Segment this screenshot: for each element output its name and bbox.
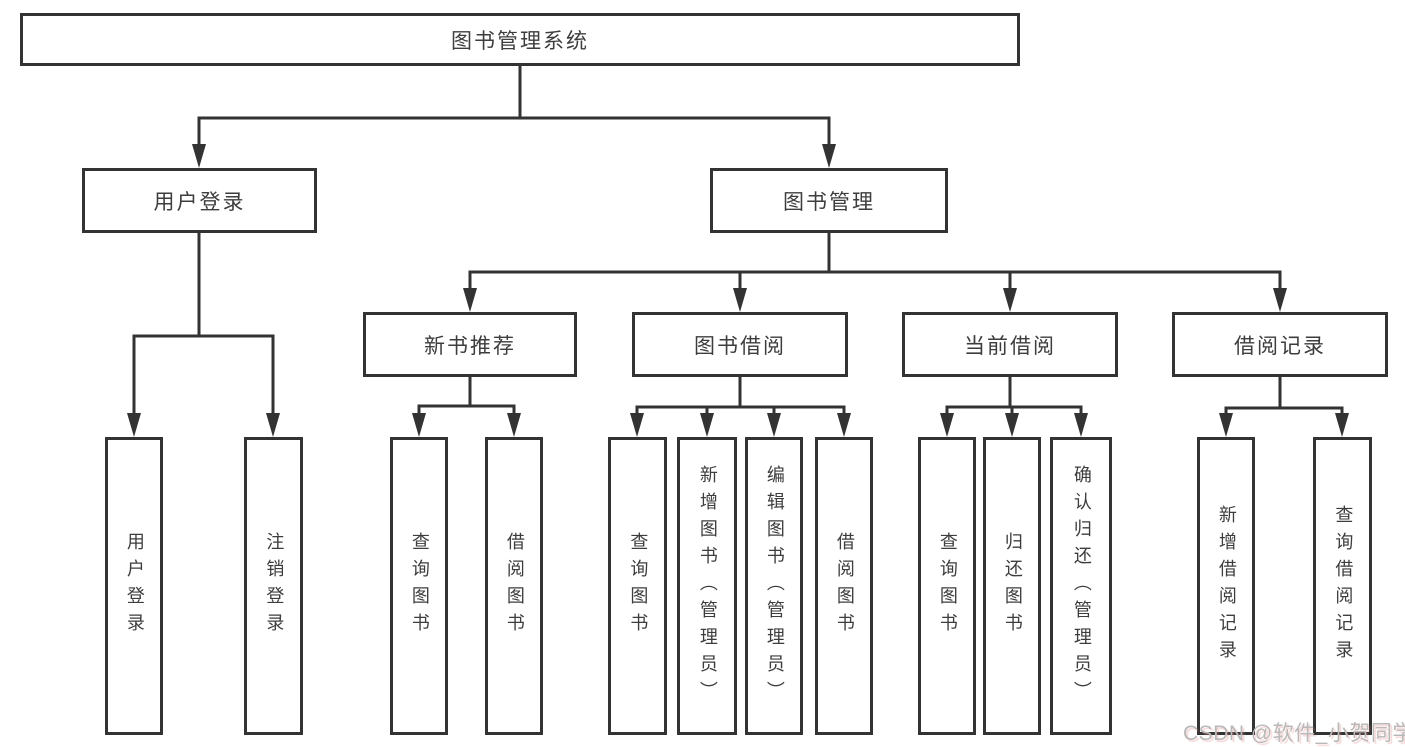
arrowhead <box>822 144 836 168</box>
arrowhead <box>1003 288 1017 312</box>
node-new-book-rec-label: 新书推荐 <box>424 334 516 358</box>
node-add-borrow-record-label: 新增借阅记录 <box>1216 505 1237 667</box>
arrowhead <box>266 413 280 437</box>
arrowhead <box>507 413 521 437</box>
arrowhead <box>463 288 477 312</box>
arrowhead <box>1273 288 1287 312</box>
node-user-login-leaf: 用户登录 <box>105 437 163 735</box>
node-add-book-admin: 新增图书（管理员） <box>677 437 737 735</box>
node-query-books-borrow-label: 查询图书 <box>628 532 649 640</box>
node-query-books-borrow: 查询图书 <box>608 437 667 735</box>
node-confirm-return-admin-label: 确认归还（管理员） <box>1071 464 1092 708</box>
arrowhead <box>192 144 206 168</box>
node-borrow-books-newrec-label: 借阅图书 <box>504 532 525 640</box>
arrowhead <box>940 413 954 437</box>
node-user-login-label: 用户登录 <box>153 190 246 214</box>
node-query-borrow-record-label: 查询借阅记录 <box>1333 505 1354 667</box>
node-current-borrow-label: 当前借阅 <box>964 334 1056 358</box>
node-edit-book-admin: 编辑图书（管理员） <box>745 437 803 735</box>
node-query-books-current: 查询图书 <box>918 437 976 735</box>
arrowhead <box>412 413 426 437</box>
arrowhead <box>127 413 141 437</box>
arrowhead <box>1074 413 1088 437</box>
connector-book-mgmt <box>468 231 1282 292</box>
node-root-label: 图书管理系统 <box>451 29 589 53</box>
arrowhead <box>767 413 781 437</box>
connector-book-borrow <box>635 375 846 418</box>
node-borrow-records: 借阅记录 <box>1172 312 1388 377</box>
node-user-login-leaf-label: 用户登录 <box>124 532 145 640</box>
node-current-borrow: 当前借阅 <box>902 312 1118 377</box>
node-borrow-records-label: 借阅记录 <box>1234 334 1326 358</box>
watermark: CSDN @软件_小贺同学 <box>1183 722 1405 745</box>
connector-current-borrow <box>945 375 1083 418</box>
connector-new-book-rec <box>417 375 516 418</box>
arrowhead <box>1005 413 1019 437</box>
node-borrow-books-newrec: 借阅图书 <box>485 437 543 735</box>
node-borrow-books-borrow-label: 借阅图书 <box>834 532 855 640</box>
node-root: 图书管理系统 <box>20 13 1020 66</box>
node-borrow-books-borrow: 借阅图书 <box>815 437 873 735</box>
node-add-borrow-record: 新增借阅记录 <box>1197 437 1255 735</box>
node-edit-book-admin-label: 编辑图书（管理员） <box>764 464 785 708</box>
node-query-books-newrec: 查询图书 <box>390 437 448 735</box>
node-new-book-rec: 新书推荐 <box>363 312 577 377</box>
connector-root <box>197 64 831 148</box>
arrowhead <box>630 413 644 437</box>
node-logout-leaf-label: 注销登录 <box>264 532 285 640</box>
node-query-books-current-label: 查询图书 <box>937 532 958 640</box>
arrowhead <box>1335 413 1349 437</box>
arrowhead <box>733 288 747 312</box>
node-add-book-admin-label: 新增图书（管理员） <box>697 464 718 708</box>
arrowhead <box>1219 413 1233 437</box>
node-return-book: 归还图书 <box>983 437 1041 735</box>
connector-user-login <box>132 231 275 417</box>
node-confirm-return-admin: 确认归还（管理员） <box>1050 437 1112 735</box>
node-book-mgmt: 图书管理 <box>710 168 948 233</box>
arrowhead <box>837 413 851 437</box>
node-user-login: 用户登录 <box>82 168 317 233</box>
node-query-borrow-record: 查询借阅记录 <box>1313 437 1372 735</box>
arrowhead <box>700 413 714 437</box>
node-query-books-newrec-label: 查询图书 <box>409 532 430 640</box>
node-return-book-label: 归还图书 <box>1002 532 1023 640</box>
connector-borrow-records <box>1224 375 1344 418</box>
node-book-mgmt-label: 图书管理 <box>783 190 875 214</box>
node-book-borrow-label: 图书借阅 <box>694 334 786 358</box>
arrowheads <box>127 144 1349 437</box>
node-book-borrow: 图书借阅 <box>632 312 848 377</box>
node-logout-leaf: 注销登录 <box>244 437 303 735</box>
